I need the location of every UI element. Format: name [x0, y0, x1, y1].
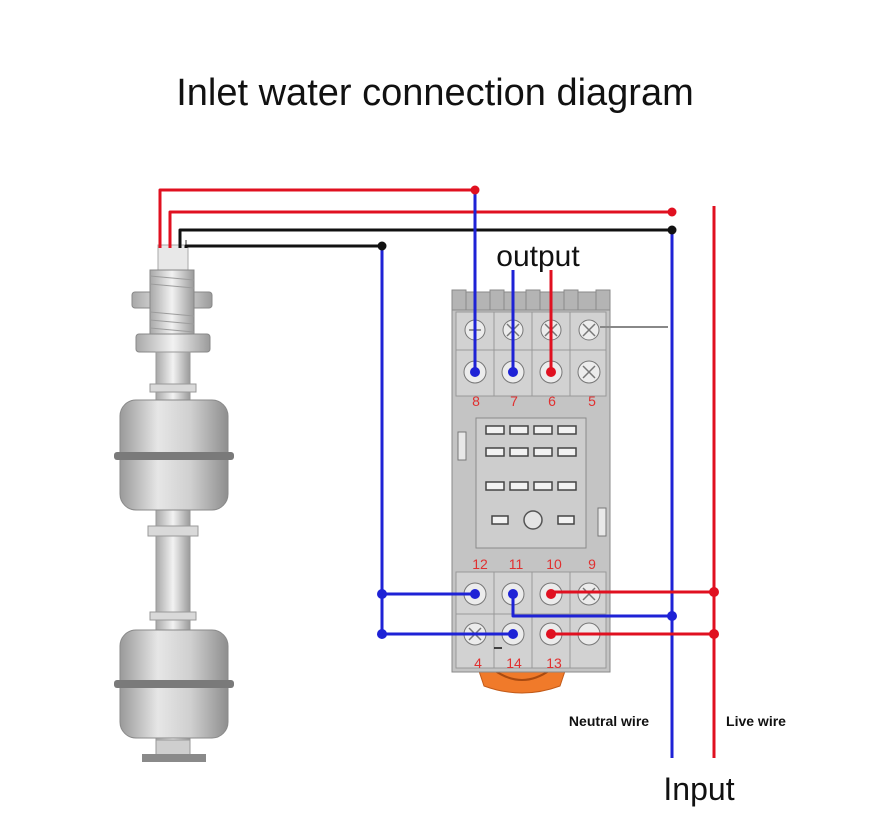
input-label: Input — [663, 771, 734, 807]
terminal-label-6: 6 — [548, 393, 556, 409]
terminal-label-11: 11 — [509, 556, 524, 572]
terminal-label-14: 14 — [506, 655, 522, 671]
dot-terminal-10 — [546, 589, 556, 599]
wire-red-float-to-right — [168, 210, 672, 248]
dot-left-634 — [377, 629, 387, 639]
terminal-label-12: 12 — [472, 556, 488, 572]
dot-terminal-6 — [546, 367, 556, 377]
float-ball-upper-band — [114, 452, 234, 460]
neutral-wire-label: Neutral wire — [569, 713, 649, 729]
terminal-label-7: 7 — [510, 393, 518, 409]
terminal-label-8: 8 — [472, 393, 480, 409]
output-label: output — [496, 240, 580, 273]
terminal-label-13: 13 — [546, 655, 562, 671]
relay-center — [457, 417, 607, 549]
thread-lines — [149, 275, 195, 333]
bottom-terminal-block — [455, 571, 607, 669]
dot-terminal-7 — [508, 367, 518, 377]
top-terminal-block — [455, 311, 607, 397]
dot-red-right — [667, 207, 677, 217]
orange-clip-inner — [493, 669, 551, 681]
wire-black-to-blue — [184, 244, 382, 248]
float-wire-sleeve — [157, 244, 189, 272]
wires — [158, 188, 716, 758]
dot-neutral-616 — [667, 611, 677, 621]
center-hole — [523, 510, 543, 530]
dot-live-592 — [709, 587, 719, 597]
float-collar-3 — [149, 611, 197, 621]
pin-slots — [485, 425, 577, 525]
terminal-label-10: 10 — [546, 556, 562, 572]
wire-neutral-to-11 — [511, 594, 672, 618]
dot-black-left — [377, 241, 387, 251]
float-end-nut — [142, 754, 206, 762]
float-collar-1 — [149, 383, 197, 393]
diagram-title: Inlet water connection diagram — [176, 72, 694, 114]
dot-terminal-12 — [470, 589, 480, 599]
terminal-label-4: 4 — [474, 655, 482, 671]
float-switch — [114, 244, 234, 762]
terminal-labels: 8 7 6 5 12 11 10 9 4 14 13 — [472, 393, 596, 671]
wire-black-float — [178, 228, 672, 248]
dot-terminal-14 — [508, 629, 518, 639]
relay-top-ribs — [451, 289, 611, 311]
dot-terminal-11 — [508, 589, 518, 599]
dot-live-634 — [709, 629, 719, 639]
float-collar-2 — [147, 525, 199, 537]
dot-left-594 — [377, 589, 387, 599]
junction-dots — [377, 185, 719, 639]
dot-terminal-8 — [470, 367, 480, 377]
dot-black-right — [667, 225, 677, 235]
terminal-label-5: 5 — [588, 393, 596, 409]
terminal-label-9: 9 — [588, 556, 596, 572]
float-ball-lower-band — [114, 680, 234, 688]
dot-red-top — [470, 185, 480, 195]
dot-terminal-13 — [546, 629, 556, 639]
float-nut-bottom — [135, 333, 211, 353]
relay-socket: 8 7 6 5 12 11 10 9 4 14 13 — [451, 289, 668, 694]
live-wire-label: Live wire — [726, 713, 786, 729]
